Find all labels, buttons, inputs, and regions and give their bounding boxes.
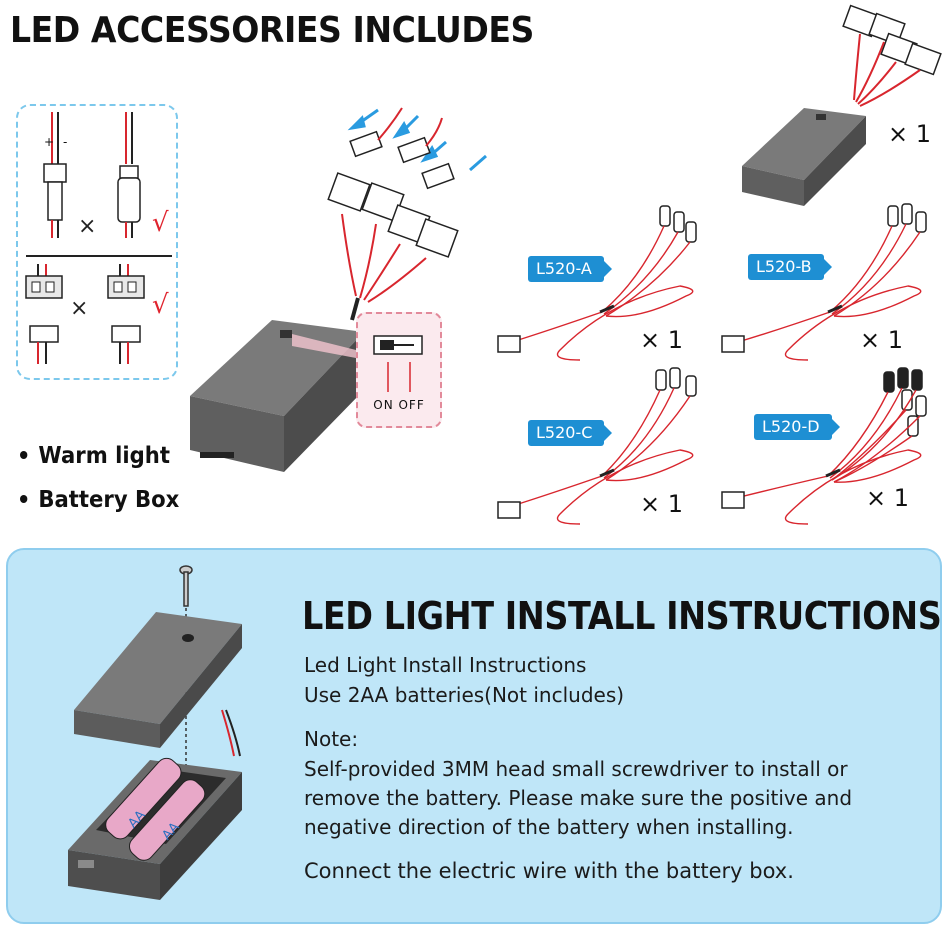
- polarity-minus-label: -: [63, 135, 68, 149]
- bullet-icon: [20, 494, 28, 503]
- model-tag-d: L520-D: [754, 414, 840, 440]
- set-c-quantity: × 1: [640, 490, 684, 518]
- page-title: LED ACCESSORIES INCLUDES: [10, 10, 534, 51]
- instructions-line-2: Use 2AA batteries(Not includes): [304, 683, 625, 707]
- feature-list: Warm light Battery Box: [20, 434, 193, 522]
- correct-mark-top: √: [152, 208, 169, 238]
- instructions-line-1: Led Light Install Instructions: [304, 653, 587, 677]
- note-line-3: negative direction of the battery when i…: [304, 815, 794, 839]
- led-wire-set-b: [721, 203, 927, 361]
- feature-label: Warm light: [38, 443, 170, 469]
- note-line-2: remove the battery. Please make sure the…: [304, 786, 853, 810]
- battery-box-illustration: [190, 107, 487, 472]
- led-wire-set-a: [497, 205, 697, 361]
- wrong-mark-bottom: ×: [70, 296, 89, 321]
- set-a-quantity: × 1: [640, 326, 684, 354]
- wrong-mark-top: ×: [78, 214, 97, 239]
- switch-label: ON OFF: [373, 398, 425, 412]
- model-tag-b: L520-B: [748, 254, 832, 280]
- connector-guide-illustration: [25, 112, 145, 364]
- note-line-1: Self-provided 3MM head small screwdriver…: [304, 757, 848, 781]
- feature-label: Battery Box: [38, 487, 180, 513]
- correct-mark-bottom: √: [152, 290, 169, 320]
- led-wire-set-d: [721, 367, 927, 525]
- battery-box-quantity: × 1: [888, 120, 932, 148]
- feature-item: Warm light: [20, 434, 179, 478]
- set-d-quantity: × 1: [866, 484, 910, 512]
- model-tag-c: L520-C: [528, 420, 613, 446]
- bullet-icon: [20, 450, 28, 459]
- model-tag-a: L520-A: [528, 256, 612, 282]
- note-heading: Note:: [304, 727, 359, 751]
- battery-holder-install-illustration: [68, 565, 242, 900]
- battery-box-small-illustration: [742, 4, 942, 206]
- led-wire-set-c: [497, 367, 697, 525]
- guide-divider: [26, 255, 172, 257]
- switch-callout: ON OFF: [356, 312, 442, 428]
- polarity-plus-label: +: [44, 135, 55, 149]
- connect-instruction: Connect the electric wire with the batte…: [304, 859, 794, 883]
- set-b-quantity: × 1: [860, 326, 904, 354]
- switch-icon: [373, 335, 423, 392]
- feature-item: Battery Box: [20, 478, 179, 522]
- instructions-title: LED LIGHT INSTALL INSTRUCTIONS: [302, 594, 942, 638]
